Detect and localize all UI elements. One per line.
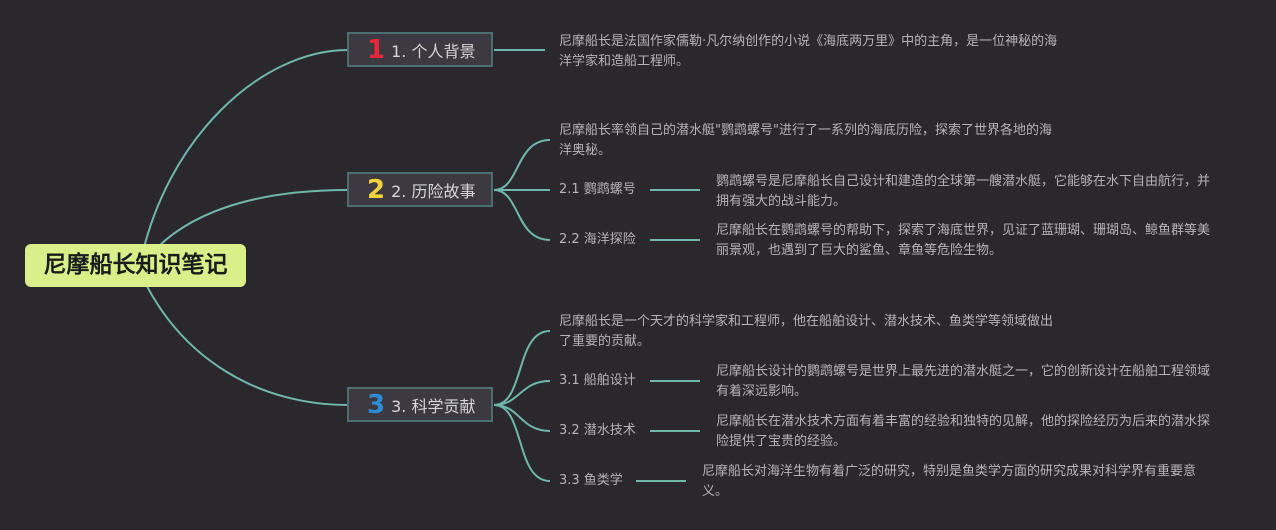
link-root-branch-1 bbox=[139, 49, 349, 266]
branch-label: 3. 科学贡献 bbox=[391, 396, 476, 416]
branch-2-description[interactable]: 尼摩船长率领自己的潜水艇"鹦鹉螺号"进行了一系列的海底历险，探索了世界各地的海洋… bbox=[559, 123, 1052, 158]
number-1-icon: 1 bbox=[367, 34, 386, 65]
branch-scientific-contribution[interactable]: 3 3. 科学贡献 bbox=[347, 387, 493, 422]
branch-personal-background[interactable]: 1 1. 个人背景 bbox=[347, 32, 493, 67]
sub-topic-nautilus[interactable]: 2.1 鹦鹉螺号 bbox=[559, 182, 636, 197]
branch-label: 2. 历险故事 bbox=[391, 181, 476, 201]
sub-3-3-description[interactable]: 尼摩船长对海洋生物有着广泛的研究，特别是鱼类学方面的研究成果对科学界有重要意义。 bbox=[702, 464, 1197, 499]
sub-2-1-description[interactable]: 鹦鹉螺号是尼摩船长自己设计和建造的全球第一艘潜水艇，它能够在水下自由航行，并拥有… bbox=[716, 174, 1211, 209]
link-branch-3-desc bbox=[493, 330, 551, 406]
root-topic[interactable]: 尼摩船长知识笔记 bbox=[25, 244, 246, 287]
branch-adventure-story[interactable]: 2 2. 历险故事 bbox=[347, 172, 493, 207]
link-root-branch-3 bbox=[139, 271, 349, 406]
link-branch-2-sub-2 bbox=[493, 189, 551, 241]
link-branch-3-sub-3 bbox=[493, 404, 551, 482]
sub-3-1-description[interactable]: 尼摩船长设计的鹦鹉螺号是世界上最先进的潜水艇之一，它的创新设计在船舶工程领域有着… bbox=[716, 364, 1211, 399]
link-branch-3-sub-2 bbox=[493, 404, 551, 432]
sub-topic-ship-design[interactable]: 3.1 船舶设计 bbox=[559, 373, 636, 388]
number-3-icon: 3 bbox=[367, 389, 386, 420]
sub-3-2-description[interactable]: 尼摩船长在潜水技术方面有着丰富的经验和独特的见解，他的探险经历为后来的潜水探险提… bbox=[716, 414, 1211, 449]
sub-topic-ocean-expedition[interactable]: 2.2 海洋探险 bbox=[559, 232, 636, 247]
branch-3-description[interactable]: 尼摩船长是一个天才的科学家和工程师，他在船舶设计、潜水技术、鱼类学等领域做出了重… bbox=[559, 314, 1054, 349]
sub-2-2-description[interactable]: 尼摩船长在鹦鹉螺号的帮助下，探索了海底世界，见证了蓝珊瑚、珊瑚岛、鲸鱼群等美丽景… bbox=[716, 223, 1211, 258]
branch-label: 1. 个人背景 bbox=[391, 41, 476, 61]
link-branch-3-sub-1 bbox=[493, 380, 551, 406]
number-2-icon: 2 bbox=[367, 174, 386, 205]
sub-topic-diving-technology[interactable]: 3.2 潜水技术 bbox=[559, 423, 636, 438]
branch-1-description[interactable]: 尼摩船长是法国作家儒勒·凡尔纳创作的小说《海底两万里》中的主角，是一位神秘的海洋… bbox=[559, 34, 1058, 69]
link-branch-2-desc bbox=[493, 139, 551, 191]
sub-topic-ichthyology[interactable]: 3.3 鱼类学 bbox=[559, 473, 623, 488]
